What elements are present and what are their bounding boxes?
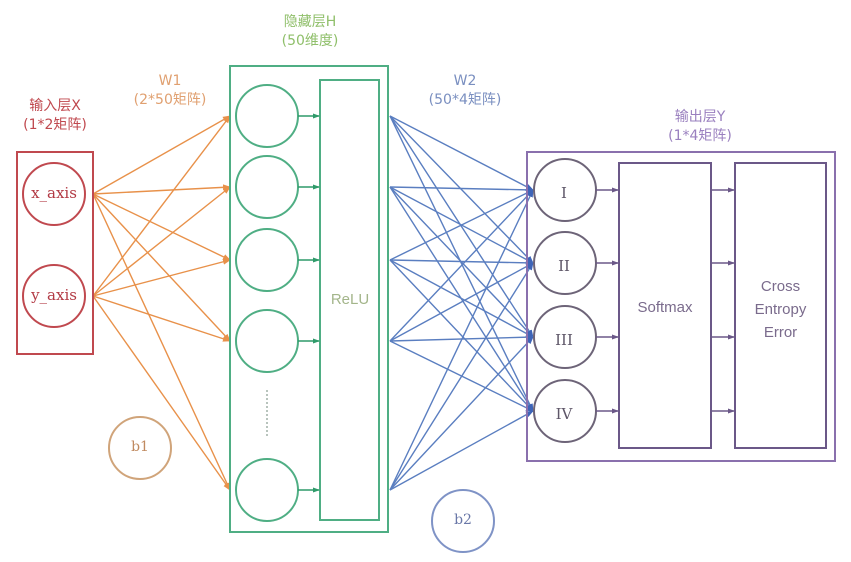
input-layer-title: 输入层X (1*2矩阵) [5,97,105,135]
loss-box [734,162,827,449]
w2-edge [389,189,534,491]
output-node-1-label: I [561,184,567,202]
w2-edge [389,259,534,266]
w2-connections [389,115,534,491]
w1-edge [92,184,231,195]
w2-edge [389,115,534,338]
relu-box [319,79,380,521]
w1-connections [92,115,231,491]
w2-edge [389,189,534,342]
w1-edge [92,193,231,342]
w2-edge [389,410,534,491]
w2-subtitle: (50*4矩阵) [428,92,502,108]
w1-subtitle: (2*50矩阵) [133,92,207,108]
bias2-node [431,489,495,553]
w2-title: W2 [453,73,477,89]
w1-title: W1 [158,73,182,89]
hidden-layer-box [229,65,389,533]
loss-label-line2: Entropy [754,301,807,318]
w2-edge [389,259,534,412]
bias1-label: b1 [131,439,149,455]
loss-label: Cross Entropy Error [735,275,826,344]
hidden-node-4 [235,309,299,373]
hidden-layer-title-text: 隐藏层H [283,14,337,30]
w2-edge [389,336,534,491]
w1-edge [92,258,231,297]
input-layer-title-text: 输入层X [29,98,81,114]
w2-label: W2 (50*4矩阵) [405,72,525,110]
bias1-node [108,416,172,480]
input-node-x [22,162,86,226]
input-node-y-label: y_axis [31,286,77,304]
w2-edge [389,262,534,491]
softmax-box [618,162,712,449]
loss-label-line3: Error [763,324,798,341]
input-node-y [22,264,86,328]
hidden-node-5 [235,458,299,522]
w1-edge [92,295,231,342]
hidden-layer-subtitle: (50维度) [281,33,339,49]
w1-edge [92,186,231,297]
bias2-label: b2 [454,512,472,528]
input-layer-box [16,151,94,355]
w1-edge [92,115,231,297]
loss-label-line1: Cross [760,278,801,295]
output-node-2-label: II [558,257,570,275]
hidden-node-3 [235,228,299,292]
w1-edge [92,193,231,261]
hidden-node-1 [235,84,299,148]
output-layer-box [526,151,836,462]
hidden-node-2 [235,155,299,219]
w2-edge [389,115,534,191]
w2-edge [389,262,534,342]
w1-edge [92,115,231,195]
output-layer-title: 输出层Y (1*4矩阵) [640,108,760,146]
relu-label: ReLU [330,291,370,308]
input-layer-subtitle: (1*2矩阵) [23,117,87,133]
w1-edge [92,193,231,491]
w1-edge [92,295,231,491]
w2-edge [389,259,534,338]
input-node-x-label: x_axis [31,184,77,202]
w2-edge [389,115,534,412]
hidden-layer-title: 隐藏层H (50维度) [245,13,375,51]
w2-edge [389,186,534,193]
w2-edge [389,189,534,261]
softmax-label: Softmax [637,299,693,316]
output-layer-subtitle: (1*4矩阵) [668,128,732,144]
output-node-4-label: IV [555,405,573,423]
output-node-3-label: III [555,331,573,349]
output-layer-title-text: 输出层Y [674,109,726,125]
w1-label: W1 (2*50矩阵) [110,72,230,110]
